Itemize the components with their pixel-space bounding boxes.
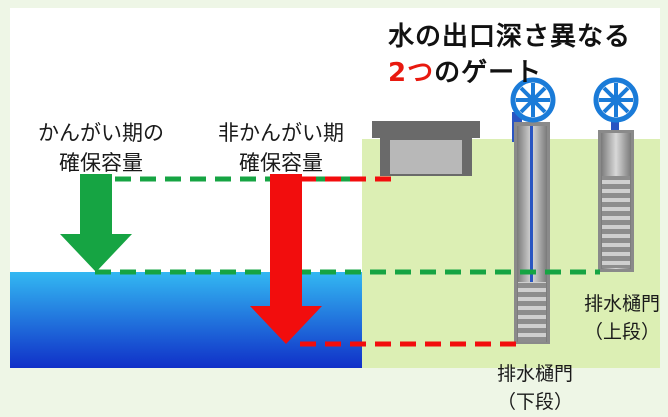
irrigation-level-lines <box>95 176 600 275</box>
irrigation-capacity-arrow <box>60 174 132 272</box>
title-line-2: 2つのゲート <box>388 52 542 89</box>
valve-wheel-icon <box>510 77 556 123</box>
concrete-structure <box>372 121 480 176</box>
non-irrigation-capacity-arrow <box>250 174 322 344</box>
non-irrigation-capacity-label: 非かんがい期 確保容量 <box>218 121 344 175</box>
irrigation-capacity-label: かんがい期の 確保容量 <box>38 121 164 175</box>
upper-gate-shaft <box>598 112 634 272</box>
water <box>10 272 362 368</box>
lower-gate-shaft <box>512 112 550 344</box>
lower-gate-label: 排水樋門 （下段） <box>496 363 573 413</box>
upper-gate-label: 排水樋門 （上段） <box>583 293 660 343</box>
non-irrigation-level-lines <box>300 176 522 347</box>
valve-wheel-icon <box>593 77 639 123</box>
title-line-1: 水の出口深さ異なる <box>388 22 632 52</box>
title-highlight: 2つ <box>388 58 435 88</box>
title-rest: のゲート <box>434 58 543 88</box>
